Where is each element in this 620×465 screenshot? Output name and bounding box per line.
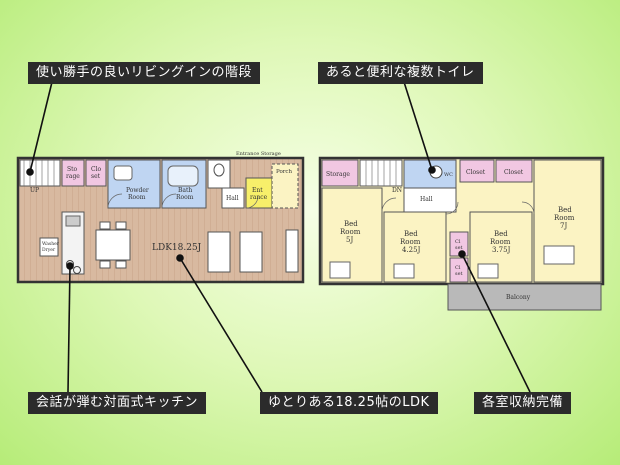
first-floor	[16, 156, 305, 284]
cl-b-label-a: Cl	[455, 265, 461, 271]
bed2-label-a: Bed	[404, 230, 418, 238]
kitchen-counter	[61, 211, 85, 275]
porch-label: Porch	[276, 169, 292, 175]
closet-2f-b	[449, 257, 469, 283]
callout-leaders	[26, 81, 531, 393]
bed1-label-a: Bed	[344, 220, 358, 228]
entrance-label-b: rance	[250, 194, 268, 201]
bed4-label-b: Room	[554, 214, 575, 222]
storage-2f-label: Storage	[326, 171, 350, 178]
dining-table	[95, 229, 131, 261]
storage-1f-label-a: Sto	[67, 166, 78, 173]
porch	[271, 163, 299, 209]
cl-a-label-b: set	[455, 245, 463, 251]
closet-1f-a	[85, 159, 107, 187]
first-floor-labels: UP Sto rage Clo set Powder Room Bath Roo…	[30, 151, 292, 253]
closet-1f-a-label-a: Clo	[91, 166, 102, 173]
up-label: UP	[30, 187, 39, 194]
hall-1f	[221, 187, 245, 209]
bed4-label-c: 7J	[560, 222, 567, 230]
bed1-label-b: Room	[340, 228, 361, 236]
powder-label-b: Room	[128, 194, 146, 201]
callout-kitchen: 会話が弾む対面式キッチン	[28, 392, 207, 414]
bed3-label-a: Bed	[494, 230, 508, 238]
cl-a-label-a: Cl	[455, 239, 461, 245]
balcony	[447, 283, 602, 311]
bed4-label-a: Bed	[558, 206, 572, 214]
callout-toilet: あると便利な複数トイレ	[318, 62, 483, 84]
closet-2f-2-label: Closet	[504, 169, 524, 176]
bed3-label-c: 3.75J	[492, 246, 511, 254]
callout-stairs: 使い勝手の良いリビングインの階段	[28, 62, 261, 84]
closet-1f-a-label-b: set	[91, 173, 101, 180]
fridge	[39, 237, 59, 257]
storage-2f	[321, 159, 359, 187]
bed1-label-c: 5J	[346, 236, 353, 244]
washer-label-b: Dryer	[42, 247, 56, 253]
wc-label: WC	[444, 172, 453, 178]
entrance-label-a: Ent	[252, 187, 263, 194]
bath-label-b: Room	[176, 194, 194, 201]
hall-2f	[403, 187, 457, 213]
balcony-label: Balcony	[506, 294, 531, 301]
second-floor	[318, 156, 605, 311]
callout-ldk: ゆとりある18.25帖のLDK	[260, 392, 438, 414]
cl-b-label-b: set	[455, 271, 463, 277]
bath-label-a: Bath	[178, 187, 192, 194]
dn-label: DN	[392, 187, 402, 194]
stairs-2f	[359, 159, 403, 187]
storage-1f-label-b: rage	[66, 173, 80, 180]
entrance-storage-label: Entrance Storage	[236, 151, 281, 157]
bed2-label-c: 4.25J	[402, 246, 421, 254]
bed3-label-b: Room	[490, 238, 511, 246]
callout-storage: 各室収納完備	[474, 392, 572, 414]
washer-label-a: Washer	[42, 241, 60, 247]
hall-2f-label: Hall	[420, 196, 433, 203]
closet-2f-1	[459, 159, 495, 183]
second-floor-labels: Storage DN WC Hall Closet Closet Bed Roo…	[326, 169, 575, 301]
hall-1f-label: Hall	[226, 195, 239, 202]
bed2-label-b: Room	[400, 238, 421, 246]
ldk-label: LDK18.25J	[152, 243, 202, 253]
closet-2f-2	[495, 159, 533, 183]
powder-label-a: Powder	[126, 187, 149, 194]
storage-1f	[61, 159, 85, 187]
closet-2f-1-label: Closet	[466, 169, 486, 176]
